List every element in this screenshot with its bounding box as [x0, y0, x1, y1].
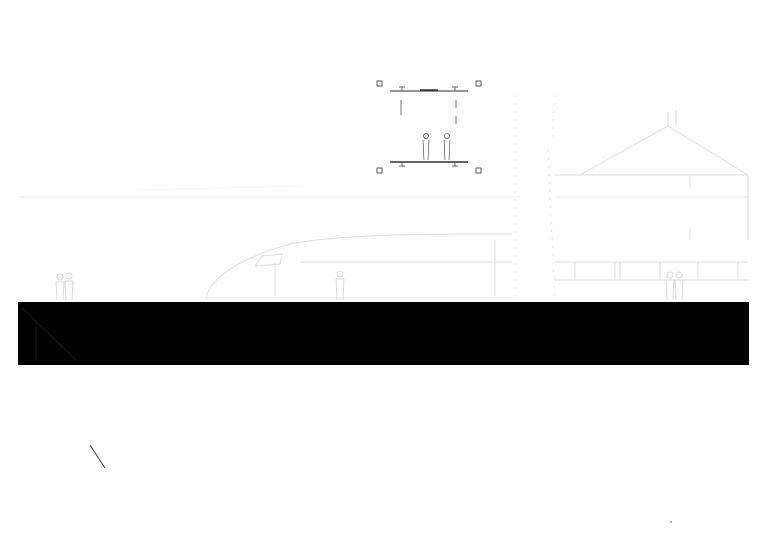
person-group-right: [665, 271, 684, 301]
pedestrian-figures: [55, 270, 684, 301]
context-lines: [18, 185, 748, 198]
corner-marker: [475, 167, 482, 174]
corner-marker: [376, 80, 383, 87]
corner-marker: [475, 80, 482, 87]
person-middle: [335, 270, 345, 301]
section-detail-box: [376, 80, 482, 174]
building-outline: [555, 110, 749, 281]
stray-dot: [670, 521, 672, 523]
train-silhouette: [205, 233, 512, 299]
tree-outlines: [514, 94, 556, 301]
ground-band: [18, 302, 749, 365]
corner-marker: [376, 167, 383, 174]
stray-stroke: [89, 444, 106, 469]
ground-band-details: [21, 307, 77, 361]
person-group-left: [55, 272, 74, 301]
